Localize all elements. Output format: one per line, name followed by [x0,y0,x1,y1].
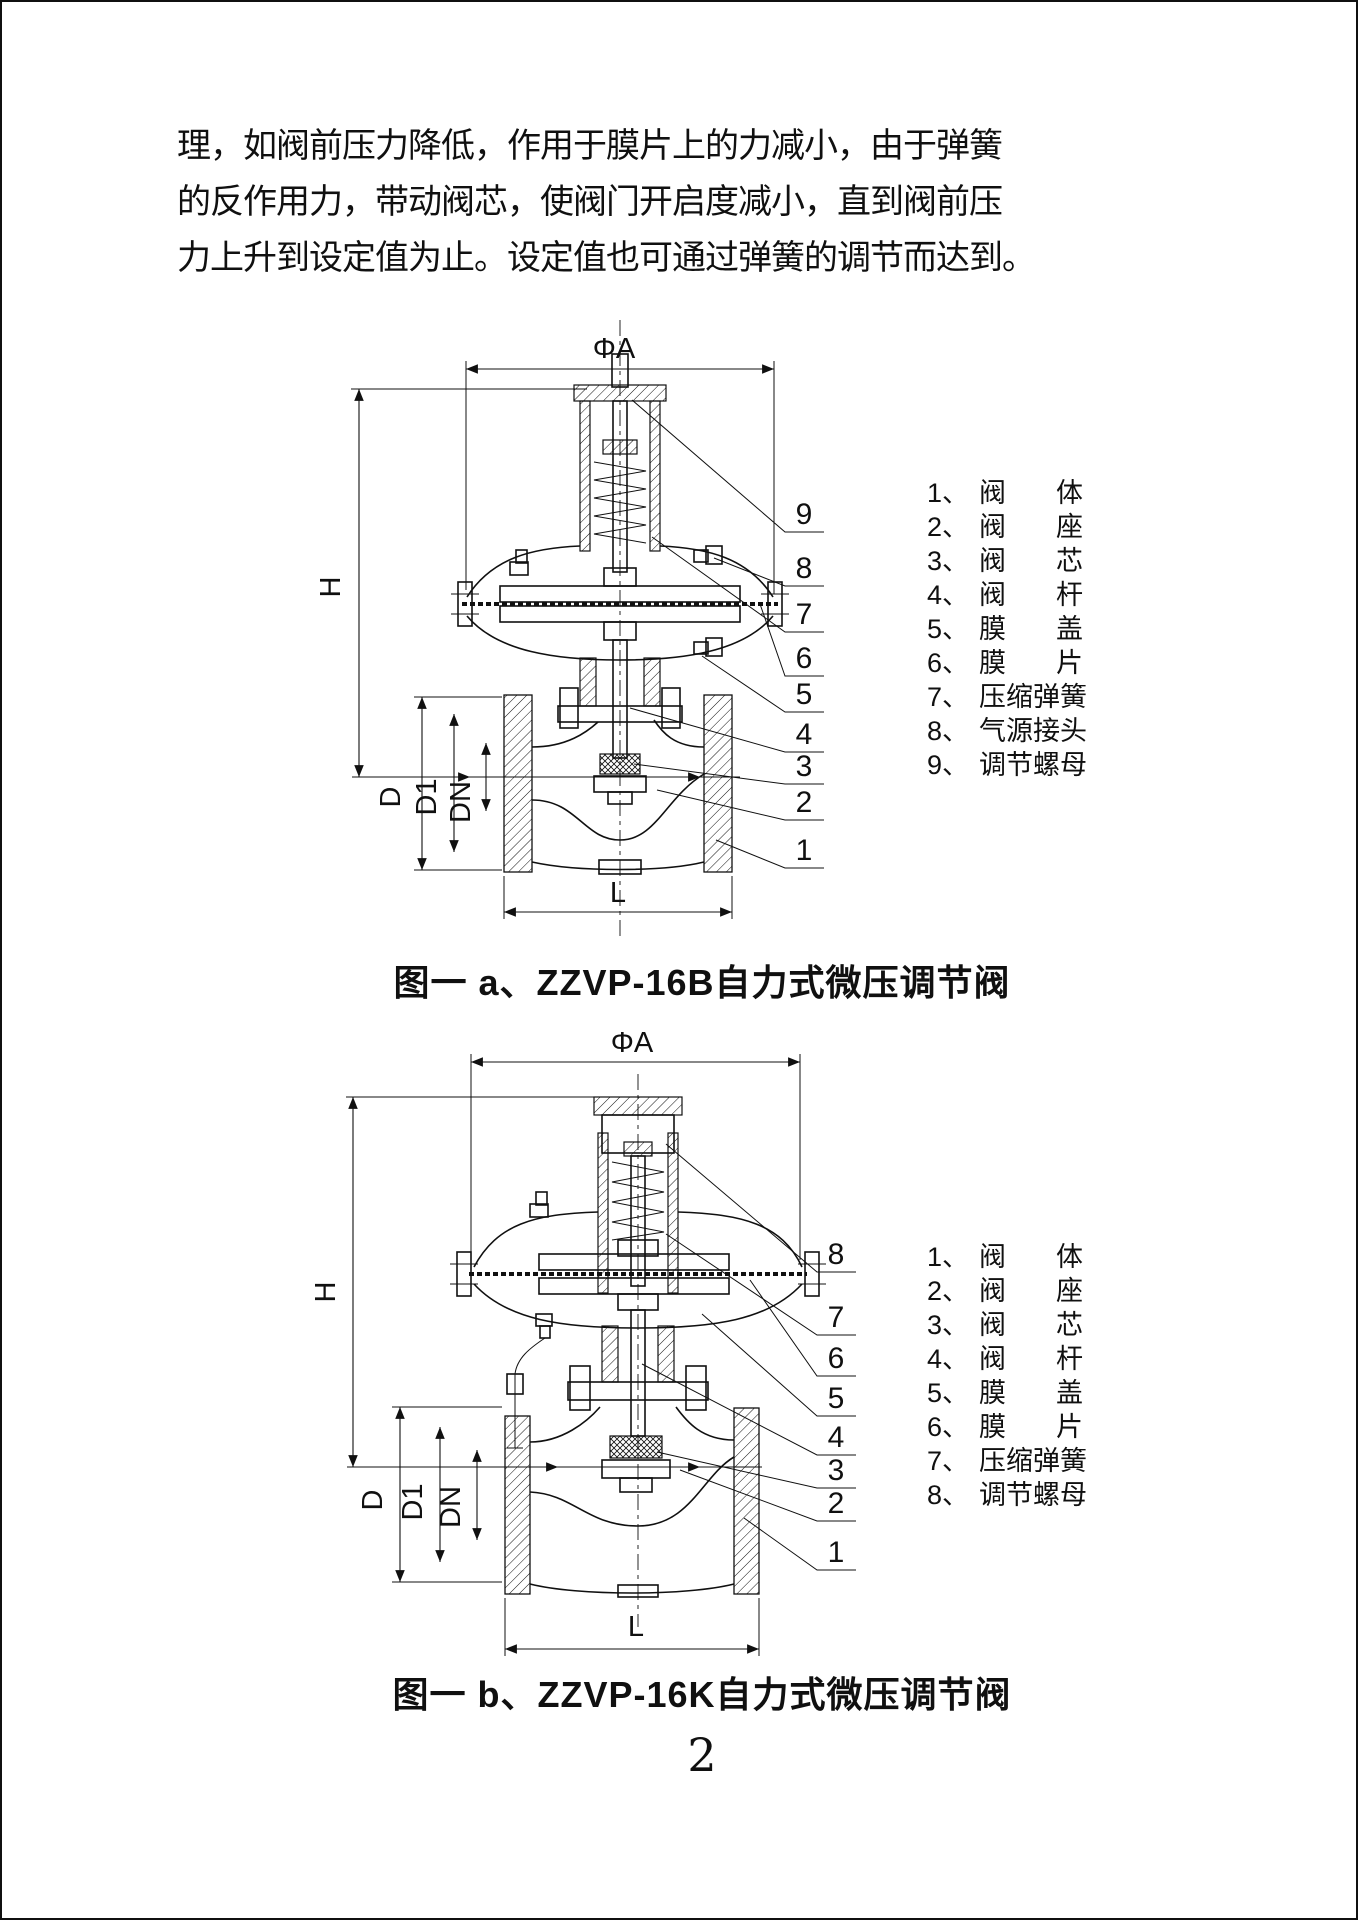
legend-item: 1、阀体 [927,1242,1083,1272]
dimension-d: D [375,696,502,871]
page-number: 2 [687,1728,717,1782]
legend-item: 2、阀座 [927,1276,1083,1306]
svg-text:H: H [310,1282,342,1303]
valve-body [347,1406,762,1598]
dimension-dn: DN [445,743,491,823]
adjusting-nut [602,439,638,455]
svg-text:D: D [375,787,407,808]
legend-item: 9、调节螺母 [927,750,1087,780]
legend-item: 8、气源接头 [927,716,1087,746]
figure-a-legend: 1、阀体 2、阀座 3、阀芯 4、阀杆 5、膜盖 6、膜片 7、压缩弹簧 8、气… [927,476,1157,782]
legend-item: 1、阀体 [927,478,1083,508]
dimension-phi-a: ΦA [470,1027,801,1260]
dimension-d1: D1 [411,714,459,852]
svg-text:D1: D1 [411,778,443,815]
bonnet [557,639,683,759]
callout-6: 6 [796,642,813,675]
svg-text:D1: D1 [397,1483,429,1520]
callout-2: 2 [828,1487,845,1520]
paragraph-line: 的反作用力，带动阀芯，使阀门开启度减小，直到阀前压 [177,182,1003,222]
paragraph-line: 力上升到设定值为止。设定值也可通过弹簧的调节而达到。 [177,238,1036,278]
legend-item: 5、膜盖 [927,614,1083,644]
dimension-phi-a: ΦA [465,333,775,594]
legend-item: 2、阀座 [927,512,1083,542]
legend-item: 6、膜片 [927,1412,1083,1442]
adjusting-nut [623,1141,653,1157]
callout-7: 7 [828,1301,845,1334]
svg-text:L: L [610,877,626,909]
callout-1: 1 [796,834,813,867]
callout-6: 6 [828,1342,845,1375]
svg-text:DN: DN [445,781,477,823]
air-supply-connector [693,549,709,563]
dimension-d: D [357,1406,502,1583]
body-paragraph: 理，如阀前压力降低，作用于膜片上的力减小，由于弹簧 的反作用力，带动阀芯，使阀门… [177,118,1036,286]
figure-a-drawing: ΦA H [315,320,824,937]
legend-item: 3、阀芯 [927,1310,1083,1340]
legend-item: 5、膜盖 [927,1378,1083,1408]
valve-plug [609,1435,663,1459]
bonnet [567,1309,709,1437]
air-supply-connector [705,545,723,565]
legend-item: 4、阀杆 [927,1344,1083,1374]
figure-b-callouts: 8 7 6 5 4 3 2 1 [641,1143,856,1571]
svg-text:D: D [357,1490,389,1511]
svg-text:ΦA: ΦA [593,333,636,365]
valve-body [352,694,740,875]
valve-plug [599,753,641,775]
figure-b-caption: 图一 b、ZZVP-16K自力式微压调节阀 [392,1674,1012,1715]
callout-5: 5 [796,678,813,711]
legend-item: 7、压缩弹簧 [927,682,1087,712]
spring-housing [593,1096,683,1294]
dimension-h: H [310,1096,602,1467]
callout-3: 3 [828,1454,845,1487]
dimension-l: L [504,1598,760,1656]
callout-1: 1 [828,1536,845,1569]
diaphragm-chamber [450,1191,826,1329]
paragraph-line: 理，如阀前压力降低，作用于膜片上的力减小，由于弹簧 [177,126,1003,166]
dimension-h: H [315,388,587,777]
svg-text:L: L [628,1611,644,1643]
legend-item: 4、阀杆 [927,580,1083,610]
dimension-dn: DN [435,1450,482,1540]
callout-2: 2 [796,786,813,819]
diaphragm-chamber [451,545,789,661]
dimension-l: L [503,876,733,919]
compression-spring [593,461,647,544]
figure-a-callouts: 9 8 7 6 5 4 3 2 1 [629,399,824,869]
callout-9: 9 [796,498,813,531]
callout-4: 4 [796,718,813,751]
compression-spring [611,1161,665,1241]
dimension-d1: D1 [397,1427,445,1562]
svg-text:H: H [315,577,347,598]
valve-seat [601,1459,671,1479]
legend-item: 3、阀芯 [927,546,1083,576]
legend-item: 8、调节螺母 [927,1480,1087,1510]
figure-b-legend: 1、阀体 2、阀座 3、阀芯 4、阀杆 5、膜盖 6、膜片 7、压缩弹簧 8、调… [927,1240,1157,1512]
legend-item: 7、压缩弹簧 [927,1446,1087,1476]
svg-text:DN: DN [435,1486,467,1528]
callout-7: 7 [796,598,813,631]
callout-8: 8 [828,1238,845,1271]
figure-b-drawing: ΦA H [310,1027,856,1656]
callout-8: 8 [796,552,813,585]
svg-text:ΦA: ΦA [611,1027,654,1059]
callout-4: 4 [828,1421,845,1454]
figure-a-caption: 图一 a、ZZVP-16B自力式微压调节阀 [393,962,1011,1003]
spring-housing [573,353,667,573]
callout-3: 3 [796,750,813,783]
callout-5: 5 [828,1382,845,1415]
legend-item: 6、膜片 [927,648,1083,678]
